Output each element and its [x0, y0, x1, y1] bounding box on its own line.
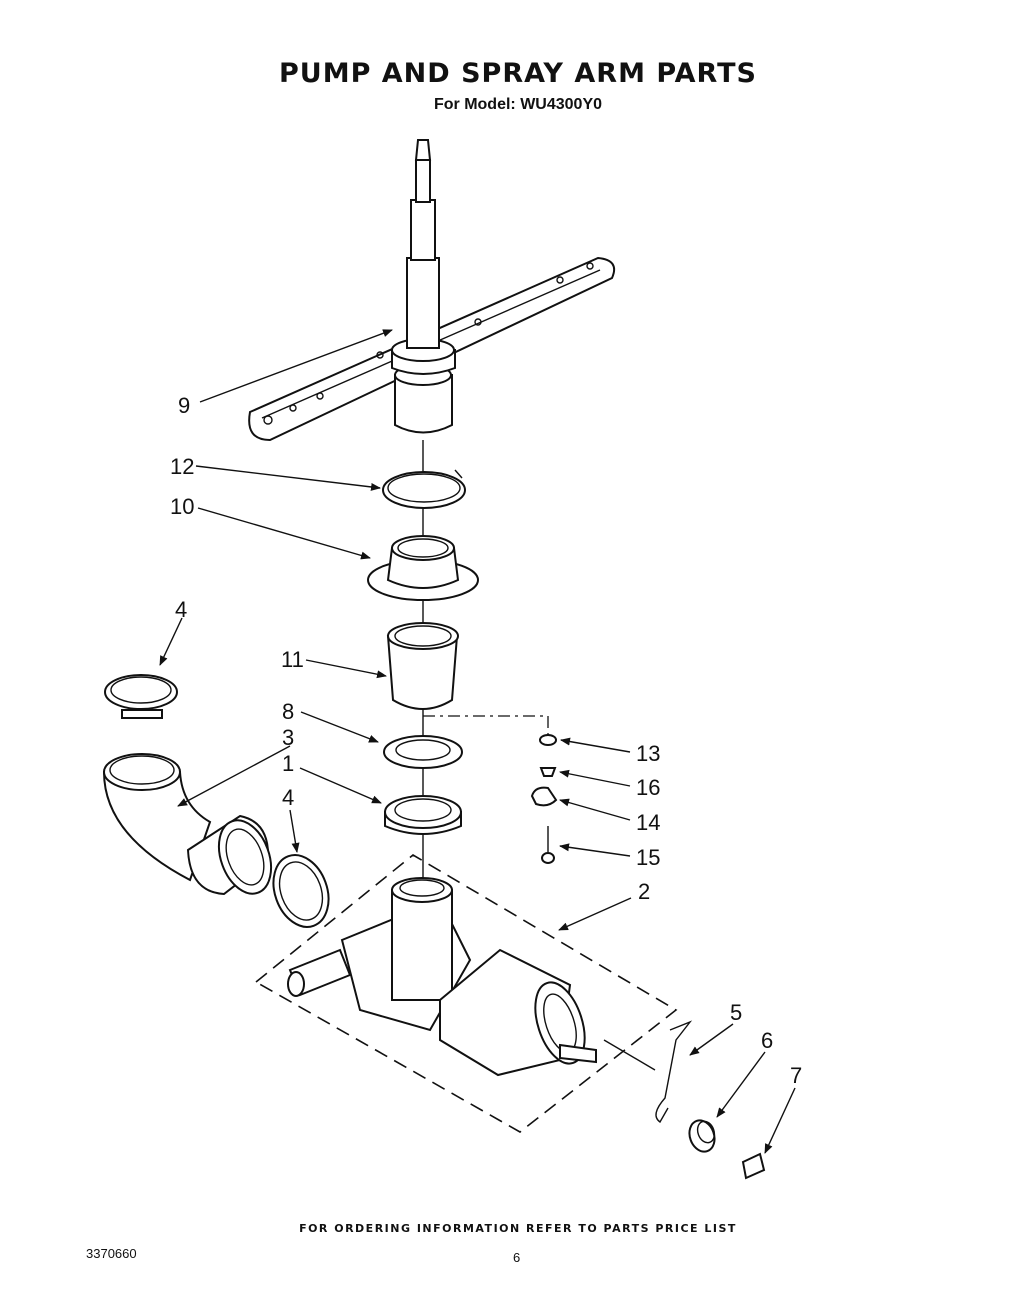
callout-2: 2 — [638, 879, 650, 904]
callout-13: 13 — [636, 741, 660, 766]
pump-assembly-dashed-boundary — [254, 854, 678, 1133]
snap-ring-drawing — [382, 469, 466, 509]
bearing-housing-drawing — [367, 535, 479, 601]
document-number: 3370660 — [86, 1246, 137, 1261]
callout-14: 14 — [636, 810, 660, 835]
hose-clamp-lower-drawing — [272, 854, 330, 928]
callout-4-lower: 4 — [282, 785, 294, 810]
model-subtitle: For Model: WU4300Y0 — [433, 96, 603, 113]
page-title: PUMP AND SPRAY ARM PARTS — [279, 58, 757, 89]
callout-1: 1 — [282, 751, 294, 776]
pump-motor-assembly-drawing — [287, 877, 656, 1077]
callout-9: 9 — [178, 393, 190, 418]
callout-7: 7 — [790, 1063, 802, 1088]
page-number: 6 — [513, 1250, 521, 1265]
bushing-drawing — [688, 1119, 716, 1153]
leader-lines — [159, 329, 796, 1154]
callout-15: 15 — [636, 845, 660, 870]
seal-ring-drawing — [383, 735, 463, 769]
callout-8: 8 — [282, 699, 294, 724]
hardware-stack-drawing — [530, 734, 558, 864]
small-plate-drawing — [741, 1152, 766, 1180]
hose-clamp-upper-drawing — [104, 674, 178, 719]
hose-elbow-drawing — [102, 753, 273, 896]
callout-4-upper: 4 — [175, 597, 187, 622]
callout-5: 5 — [730, 1000, 742, 1025]
filter-cup-drawing — [386, 622, 459, 710]
callout-11: 11 — [281, 647, 304, 672]
callout-12: 12 — [170, 454, 194, 479]
callout-10: 10 — [170, 494, 194, 519]
spray-arm-assembly-drawing — [248, 139, 616, 442]
bearing-seal-drawing — [384, 795, 462, 835]
callout-6: 6 — [761, 1028, 773, 1053]
callout-16: 16 — [636, 775, 660, 800]
hardware-connector-line — [423, 715, 549, 738]
callout-3: 3 — [282, 725, 294, 750]
wire-bracket-drawing — [655, 1020, 693, 1124]
ordering-note: FOR ORDERING INFORMATION REFER TO PARTS … — [299, 1222, 737, 1235]
